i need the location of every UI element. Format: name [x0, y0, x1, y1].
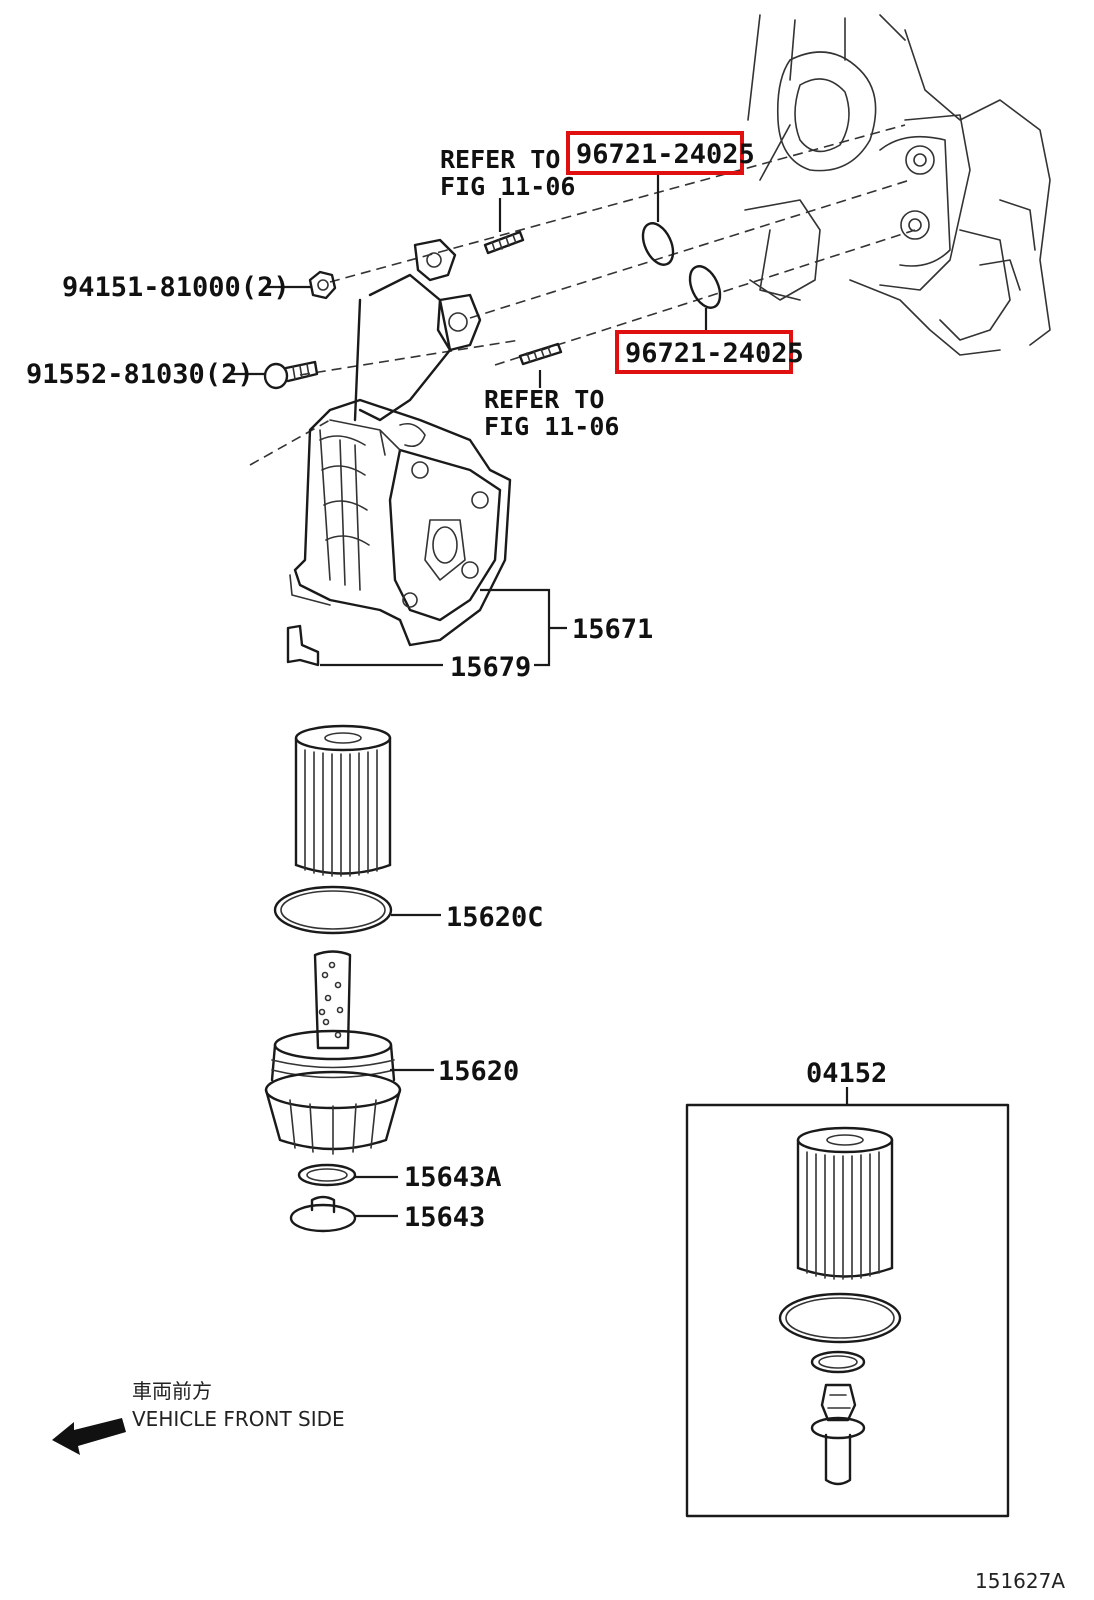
- refer-top-line2: FIG 11-06: [440, 172, 575, 201]
- nut-part-number: 94151-81000(2): [62, 272, 290, 303]
- oil-filter-element-illustration: [294, 724, 392, 877]
- refer-top-line1: REFER TO: [440, 145, 560, 174]
- drain-gasket-part-number: 15643A: [404, 1162, 502, 1193]
- gasket-large-illustration: [273, 885, 393, 935]
- refer-mid-line1: REFER TO: [484, 385, 604, 414]
- oil-filter-cap-illustration: [264, 950, 402, 1155]
- figure-id: 151627A: [975, 1569, 1065, 1593]
- cap-part-number: 15620: [438, 1056, 519, 1087]
- clip-part-number: 15679: [450, 652, 531, 683]
- alignment-lines: [249, 124, 916, 466]
- gasket-part-number: 15620C: [446, 902, 544, 933]
- nut-illustration: [308, 270, 337, 300]
- direction-label-en: VEHICLE FRONT SIDE: [132, 1407, 345, 1431]
- clip-illustration: [286, 624, 320, 667]
- o-ring-lower: [688, 265, 722, 309]
- engine-block-illustration: [744, 14, 1051, 356]
- refer-mid-line2: FIG 11-06: [484, 412, 619, 441]
- drain-plug-part-number: 15643: [404, 1202, 485, 1233]
- stud-lower: [518, 342, 563, 366]
- o-ring-upper: [641, 222, 675, 266]
- kit-part-number: 04152: [806, 1058, 887, 1089]
- drain-gasket-illustration: [297, 1163, 357, 1187]
- bolt-part-number: 91552-81030(2): [26, 359, 254, 390]
- drain-plug-illustration: [289, 1195, 357, 1233]
- housing-part-number: 15671: [572, 614, 653, 645]
- stud-upper: [483, 230, 525, 255]
- arrow-left-icon: [52, 1418, 126, 1455]
- oring-lower-part-number: 96721-24025: [625, 338, 804, 369]
- oring-upper-part-number: 96721-24025: [576, 139, 755, 170]
- filter-kit-box: [685, 1103, 1010, 1518]
- highlight-box-lower: [615, 330, 793, 374]
- oil-filter-housing-illustration: [289, 238, 512, 647]
- direction-label-jp: 車両前方: [132, 1379, 212, 1403]
- bolt-illustration: [263, 360, 319, 390]
- highlight-box-upper: [566, 131, 744, 175]
- leader-lines: [230, 175, 849, 1218]
